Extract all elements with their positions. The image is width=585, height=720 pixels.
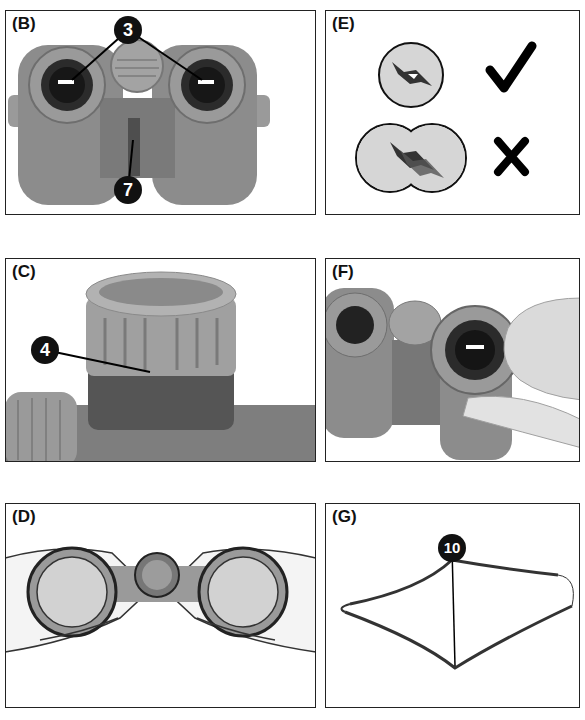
hands-holding-binoculars xyxy=(5,548,316,652)
thumb-lines xyxy=(40,618,275,640)
binocular-top-view xyxy=(8,30,270,205)
leader-line xyxy=(45,350,150,372)
callout-number: 3 xyxy=(114,16,142,44)
eyecup xyxy=(169,47,245,123)
strap-end xyxy=(341,604,350,612)
thumb xyxy=(463,396,580,448)
lens-highlight xyxy=(58,80,74,84)
strap xyxy=(345,606,572,668)
objective-lens xyxy=(208,557,278,627)
focus-wheel-ribs xyxy=(115,60,159,76)
focus-wheel xyxy=(135,553,179,597)
eyepiece-lens xyxy=(336,306,374,344)
panel-letter: (D) xyxy=(12,507,36,527)
single-view-circle xyxy=(379,43,443,107)
eyepiece-ring xyxy=(445,320,505,380)
panel-letter: (B) xyxy=(12,14,36,34)
eyepiece-lens xyxy=(455,330,495,370)
panel-letter: (E) xyxy=(332,14,355,34)
panel-letter: (C) xyxy=(12,262,36,282)
cross-mark xyxy=(498,141,525,172)
objective-lens xyxy=(37,557,107,627)
eyecup-rim xyxy=(86,272,236,316)
bird-ghost xyxy=(400,150,444,178)
eyecup xyxy=(29,47,105,123)
lens-highlight xyxy=(198,80,214,84)
hinge-bridge xyxy=(100,98,175,178)
panel-frame: (F) xyxy=(325,258,580,462)
eyecup-ribs xyxy=(105,318,217,370)
objective-barrel xyxy=(199,548,287,636)
eyecup xyxy=(325,293,387,357)
double-view-fill xyxy=(399,125,465,191)
eyecup-opening xyxy=(99,278,223,306)
carrying-strap xyxy=(341,548,573,668)
strap-loop xyxy=(558,575,573,606)
callout-number: 7 xyxy=(114,176,142,204)
eyecup-adjustment xyxy=(325,288,580,460)
view-comparison xyxy=(356,43,532,192)
leader-line xyxy=(452,548,455,666)
eyecup-closeup xyxy=(5,272,316,462)
bird xyxy=(392,62,432,86)
panel-frame: (B) xyxy=(5,10,316,215)
focus-wheel-face xyxy=(142,560,172,590)
callout-number: 4 xyxy=(31,336,59,364)
eyepiece-lens xyxy=(189,67,225,103)
panel-frame: (D) xyxy=(5,503,316,708)
eyepiece-ring xyxy=(41,59,93,111)
eyepiece-ring xyxy=(181,59,233,111)
panel-letter: (G) xyxy=(332,507,357,527)
panel-frame: (E) xyxy=(325,10,580,215)
bird-patch xyxy=(408,74,418,79)
focus-wheel-ribs xyxy=(18,398,60,462)
finger xyxy=(504,298,580,400)
panel-letter: (F) xyxy=(332,262,354,282)
objective-barrel xyxy=(28,548,116,636)
lens-highlight xyxy=(466,345,484,349)
focus-wheel xyxy=(5,392,77,462)
left-barrel xyxy=(325,288,394,438)
check-mark xyxy=(490,46,532,88)
callout-number: 10 xyxy=(438,534,466,562)
